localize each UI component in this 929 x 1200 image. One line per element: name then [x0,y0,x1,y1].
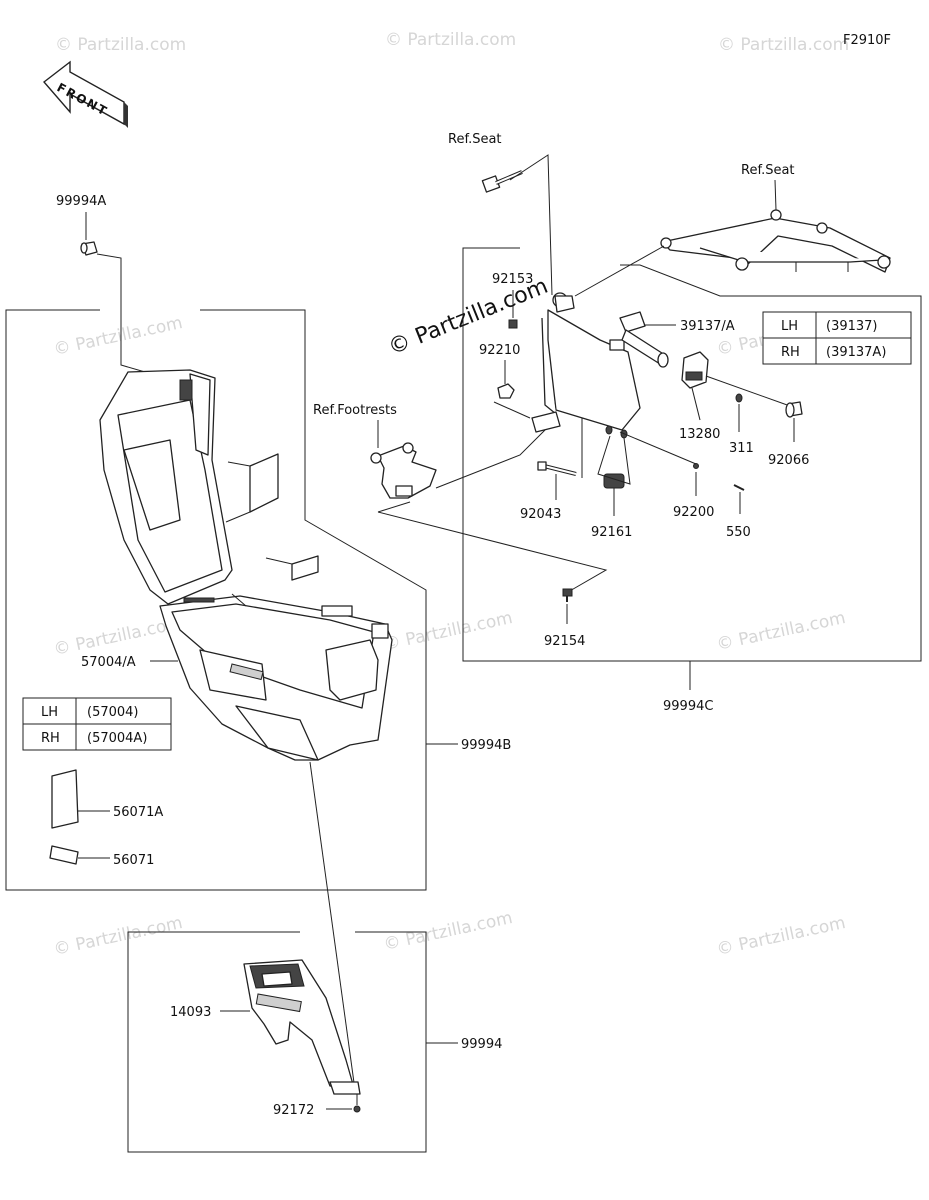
table-case-part: (57004) [87,705,139,720]
watermark: © Partzilla.com [52,913,184,960]
screw-icon [562,588,573,602]
seat-frame-icon [660,209,891,273]
long-bolt-icon [537,461,577,476]
table-case-side: RH [41,731,60,746]
cap-icon [80,241,98,256]
label-99994c: 99994C [663,699,713,714]
table-bracket-side: LH [781,319,798,334]
sticker-large-icon [51,769,79,829]
small-washer-icon [693,463,699,469]
table-bracket-part: (39137A) [826,345,886,360]
bolt-icon [508,319,518,329]
rubber-damper-icon [603,425,628,489]
label-99994a: 99994A [56,194,106,209]
watermark: © Partzilla.com [718,35,849,55]
diagram-code: F2910F [843,33,891,48]
watermark: © Partzilla.com [385,30,516,50]
label-56071a: 56071A [113,805,163,820]
table-bracket-side: RH [781,345,800,360]
footrest-bracket-icon [370,442,437,499]
cotter-pin-icon [733,484,745,491]
case-cover-icon [243,959,361,1095]
label-13280: 13280 [679,427,720,442]
label-39137a: 39137/A [680,319,735,334]
label-56071: 56071 [113,853,154,868]
table-bracket: LH (39137) RH (39137A) [762,311,912,365]
label-99994b: 99994B [461,738,511,753]
watermark: © Partzilla.com [715,608,847,655]
watermark: © Partzilla.com [52,313,184,360]
seat-bolt-icon [481,170,523,193]
label-92153: 92153 [492,272,533,287]
label-92161: 92161 [591,525,632,540]
label-57004a: 57004/A [81,655,136,670]
table-case-part: (57004A) [87,731,147,746]
cap-icon [785,401,803,418]
label-311: 311 [729,441,754,456]
label-92200: 92200 [673,505,714,520]
saddlebag-case-icon [99,369,393,761]
washer-icon [735,393,743,403]
label-99994: 99994 [461,1037,502,1052]
small-screw-icon [353,1105,361,1113]
label-550: 550 [726,525,751,540]
table-case: LH (57004) RH (57004A) [22,697,172,751]
watermark: © Partzilla.com [55,35,186,55]
bracket-arm-icon [619,311,669,368]
label-92154: 92154 [544,634,585,649]
table-bracket-part: (39137) [826,319,878,334]
watermark: © Partzilla.com [382,908,514,955]
ref-seat-top: Ref.Seat [448,132,502,147]
sticker-small-icon [49,845,79,865]
group-frames [5,247,922,1153]
front-arrow-icon: FRONT [42,60,128,128]
label-92066: 92066 [768,453,809,468]
ref-seat-right: Ref.Seat [741,163,795,178]
watermark: © Partzilla.com [382,608,514,655]
table-case-side: LH [41,705,58,720]
clamp-icon [681,351,709,389]
label-92172: 92172 [273,1103,314,1118]
carrier-bracket-icon [531,292,641,433]
label-92043: 92043 [520,507,561,522]
watermark: © Partzilla.com [715,913,847,960]
label-92210: 92210 [479,343,520,358]
nut-icon [497,383,515,399]
ref-footrests: Ref.Footrests [313,403,397,418]
label-14093: 14093 [170,1005,211,1020]
